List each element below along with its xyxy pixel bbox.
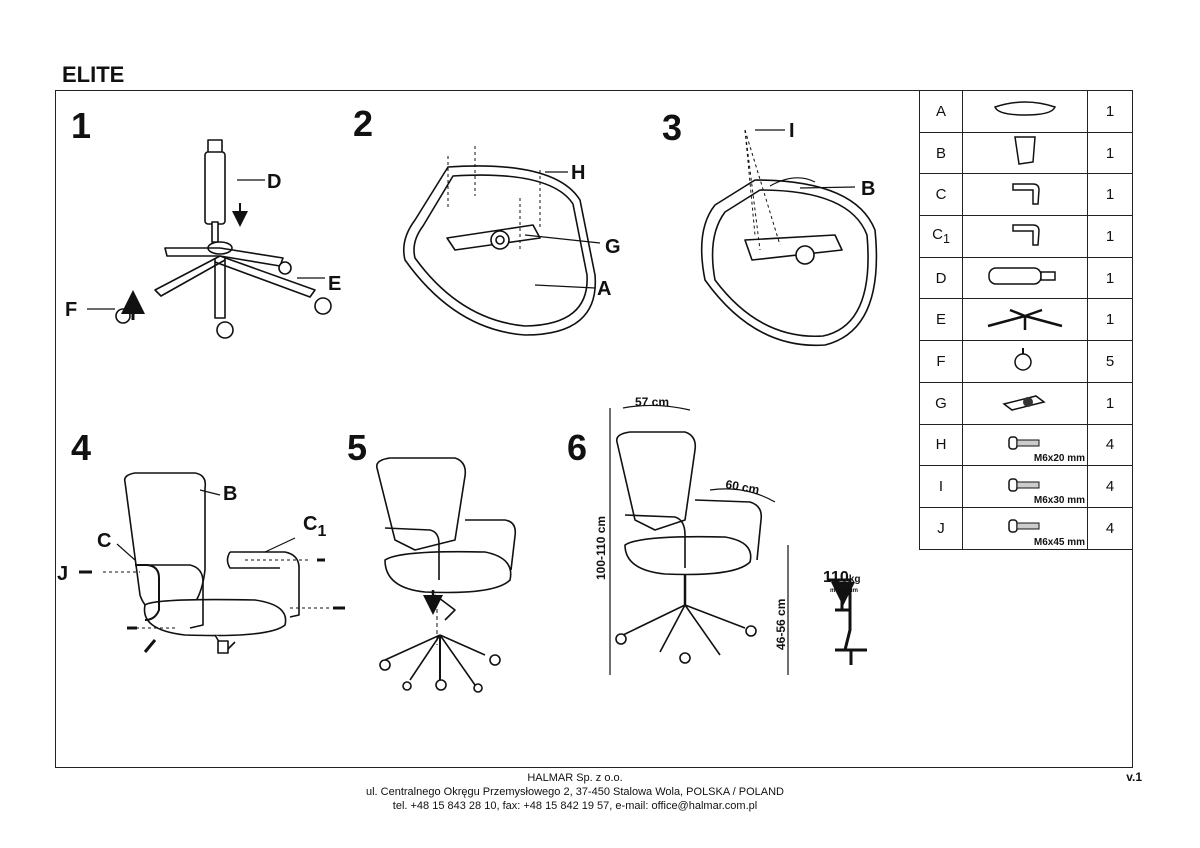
step-3-number: 3 xyxy=(662,107,682,148)
dim-depth: 60 cm xyxy=(724,477,760,497)
step2-illustration xyxy=(402,146,601,336)
footer-company: HALMAR Sp. z o.o. xyxy=(527,772,623,784)
part-letter: G xyxy=(919,381,963,425)
part-quantity: 4 xyxy=(1087,465,1133,508)
label-B-step3: B xyxy=(861,178,875,200)
label-C1: C1 xyxy=(303,513,326,540)
version-label: v.1 xyxy=(1126,770,1142,784)
bolt-icon xyxy=(1005,477,1045,499)
step3-illustration xyxy=(700,129,878,347)
part-letter: D xyxy=(919,256,963,300)
part-letter: C1 xyxy=(919,215,963,258)
bolt-icon xyxy=(1005,519,1045,540)
armrest-icon xyxy=(1005,224,1045,253)
part-letter: A xyxy=(919,90,963,133)
backrest-icon xyxy=(1005,136,1045,172)
armrest-icon xyxy=(1005,182,1045,212)
step-4-number: 4 xyxy=(71,427,91,468)
instruction-frame xyxy=(55,90,1133,768)
step4-illustration xyxy=(79,472,345,654)
part-quantity: 1 xyxy=(1087,131,1133,175)
part-quantity: 1 xyxy=(1087,381,1133,425)
product-title: ELITE xyxy=(62,62,125,87)
part-quantity: 1 xyxy=(1087,256,1133,300)
gas-lift-icon xyxy=(985,267,1065,292)
part-quantity: 1 xyxy=(1087,90,1133,133)
step-1-number: 1 xyxy=(71,105,91,146)
step6-illustration xyxy=(609,404,867,675)
part-quantity: 1 xyxy=(1087,173,1133,217)
label-B-step4: B xyxy=(223,483,237,505)
label-I: I xyxy=(789,120,795,142)
label-C: C xyxy=(97,530,111,552)
seat-icon xyxy=(990,101,1060,123)
part-quantity: 4 xyxy=(1087,423,1133,467)
step5-illustration xyxy=(375,457,517,693)
load-value: 110kg xyxy=(823,569,860,586)
bolt-size-label: M6x20 mm xyxy=(1033,453,1085,465)
label-E: E xyxy=(328,273,341,295)
dim-seat-height: 46-56 cm xyxy=(774,599,788,650)
part-quantity: 1 xyxy=(1087,215,1133,258)
label-A: A xyxy=(597,278,611,300)
footer-contact: tel. +48 15 843 28 10, fax: +48 15 842 1… xyxy=(392,800,758,812)
label-F: F xyxy=(65,299,77,321)
step-5-number: 5 xyxy=(347,427,367,468)
load-note: maximum xyxy=(830,588,858,594)
bolt-icon xyxy=(1005,436,1045,457)
bolt-size-label: M6x30 mm xyxy=(1033,494,1085,506)
part-letter: B xyxy=(919,131,963,175)
dim-width: 57 cm xyxy=(635,395,669,409)
part-letter: I xyxy=(919,465,963,508)
caster-icon xyxy=(1010,348,1040,378)
footer-address: ul. Centralnego Okręgu Przemysłowego 2, … xyxy=(365,786,784,798)
part-letter: E xyxy=(919,298,963,342)
bolt-size-label: M6x45 mm xyxy=(1033,536,1085,548)
label-J: J xyxy=(57,563,68,585)
part-quantity: 4 xyxy=(1087,506,1133,550)
step-2-number: 2 xyxy=(353,103,373,144)
label-D: D xyxy=(267,171,281,193)
part-quantity: 1 xyxy=(1087,298,1133,342)
assembly-drawings: 1 2 3 4 5 6 D E F H G A I B B C C1 J 57 … xyxy=(57,103,878,693)
mechanism-icon xyxy=(1000,395,1050,420)
part-letter: H xyxy=(919,423,963,467)
step1-illustration xyxy=(87,139,332,339)
part-letter: F xyxy=(919,340,963,383)
label-G: G xyxy=(605,236,621,258)
part-letter: J xyxy=(919,506,963,550)
part-letter: C xyxy=(919,173,963,217)
star-base-icon xyxy=(980,308,1070,336)
parts-row: C1 1 xyxy=(919,215,1133,258)
label-H: H xyxy=(571,162,585,184)
dim-height: 100-110 cm xyxy=(594,516,608,580)
part-quantity: 5 xyxy=(1087,340,1133,383)
step-6-number: 6 xyxy=(567,427,587,468)
